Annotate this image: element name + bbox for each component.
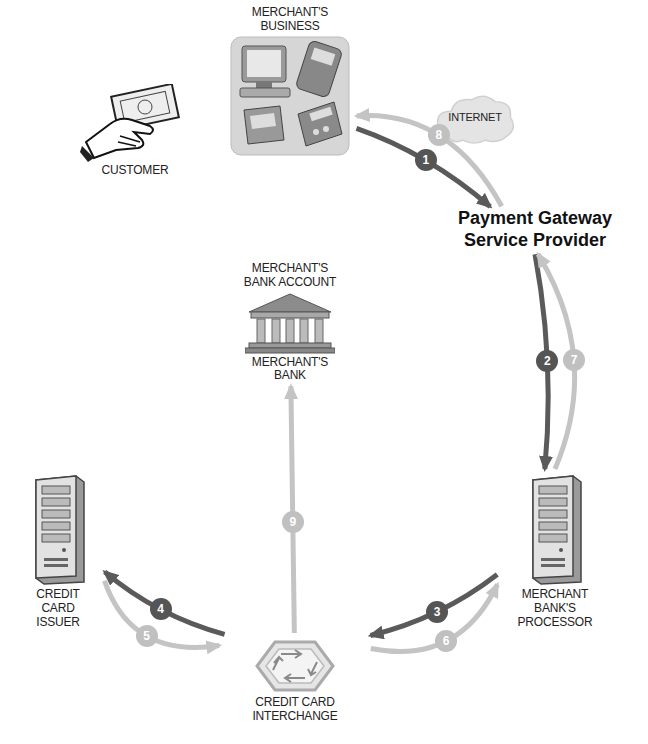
- callout-number: 7: [563, 349, 585, 371]
- bank-building-icon: [245, 292, 335, 354]
- hand-with-money-icon: [80, 84, 190, 162]
- flow-arrow: [105, 581, 220, 648]
- callout-number: 6: [435, 630, 457, 652]
- node-title: Payment Gateway Service Provider: [424, 208, 646, 251]
- flow-arrow: [371, 584, 498, 651]
- flow-arrow: [291, 386, 294, 633]
- server-tower-icon: [28, 474, 88, 586]
- merchant-business: MERCHANT'S BUSINESS: [226, 6, 354, 158]
- callout-number: 4: [150, 598, 172, 620]
- node-caption: MERCHANT'S BANK ACCOUNT: [240, 262, 340, 290]
- node-caption: INTERNET: [432, 111, 518, 124]
- callout-number: 1: [415, 149, 437, 171]
- server-tower-icon: [525, 474, 585, 586]
- callout-number: 9: [282, 511, 304, 533]
- node-caption: CREDIT CARD INTERCHANGE: [227, 696, 363, 724]
- interchange-hexagon-icon: [255, 638, 335, 694]
- merchant-bank: MERCHANT'S BANK ACCOUNT MERCHANT'S BANK: [236, 262, 344, 383]
- node-caption: CUSTOMER: [70, 164, 200, 178]
- callout-number: 5: [136, 625, 158, 647]
- node-caption: MERCHANT'S BANK: [240, 356, 340, 384]
- flow-arrow: [371, 575, 498, 636]
- flow-arrow: [105, 572, 225, 634]
- node-caption: MERCHANT'S BUSINESS: [226, 6, 354, 34]
- node-caption: MERCHANT BANK'S PROCESSOR: [509, 588, 601, 629]
- processor-server: MERCHANT BANK'S PROCESSOR: [500, 472, 610, 629]
- customer-figure: CUSTOMER: [70, 82, 200, 178]
- interchange-hub: CREDIT CARD INTERCHANGE: [222, 636, 368, 724]
- merchant-equipment-icon: [230, 36, 350, 156]
- gateway-label: Payment Gateway Service Provider: [424, 208, 646, 251]
- node-caption: CREDIT CARD ISSUER: [23, 588, 93, 629]
- issuer-server: CREDIT CARD ISSUER: [14, 472, 102, 629]
- callout-number: 8: [428, 124, 450, 146]
- callout-number: 2: [536, 350, 558, 372]
- callout-number: 3: [426, 601, 448, 623]
